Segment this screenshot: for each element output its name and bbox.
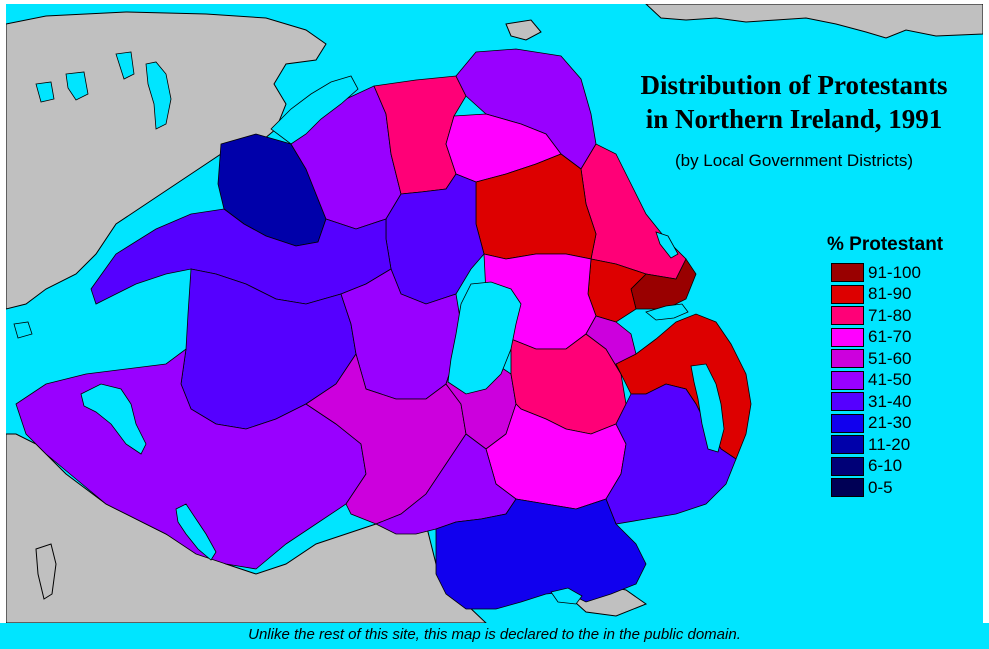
legend-item: 0-5	[821, 477, 981, 499]
legend-swatch	[831, 370, 864, 390]
legend-swatch	[831, 327, 864, 347]
legend-swatch	[831, 349, 864, 369]
map-subtitle: (by Local Government Districts)	[674, 151, 914, 170]
belfast-lough	[645, 303, 689, 321]
district-newry-mourne	[435, 498, 647, 610]
legend-swatch	[831, 263, 864, 283]
district-belfast	[585, 315, 637, 375]
donegal-inlet-2	[115, 51, 135, 80]
lough-foyle	[270, 75, 359, 145]
legend-range-label: 51-60	[868, 348, 912, 368]
strangford-lough	[690, 363, 725, 453]
legend-item: 81-90	[821, 284, 981, 306]
title-line-2: in Northern Ireland, 1991	[645, 104, 943, 134]
legend-range-label: 0-5	[868, 477, 893, 497]
legend-item: 6-10	[821, 456, 981, 478]
legend-range-label: 21-30	[868, 413, 912, 433]
legend-item: 51-60	[821, 348, 981, 370]
donegal-inlet-1	[145, 61, 172, 130]
legend-range-label: 11-20	[868, 434, 911, 454]
lakes	[13, 51, 725, 605]
legend-swatch	[831, 456, 864, 476]
legend-item: 31-40	[821, 391, 981, 413]
larne-lough	[655, 231, 679, 259]
legend-title: % Protestant	[827, 234, 944, 255]
legend-range-label: 6-10	[868, 456, 903, 476]
legend-range-label: 91-100	[868, 262, 921, 282]
legend-range-label: 41-50	[868, 370, 912, 390]
map-panel: Distribution of Protestants in Northern …	[6, 4, 983, 623]
donegal-lake-3	[13, 321, 33, 339]
legend-range-label: 61-70	[868, 327, 912, 347]
title-line-1: Distribution of Protestants	[640, 70, 948, 100]
legend-range-label: 81-90	[868, 284, 912, 304]
legend-item: 41-50	[821, 370, 981, 392]
legend-item: 11-20	[821, 434, 981, 456]
donegal-lake-2	[35, 81, 55, 103]
ni-districts	[15, 48, 752, 610]
legend-swatch	[831, 413, 864, 433]
small-island-2	[35, 543, 57, 600]
lough-neagh	[447, 281, 522, 395]
legend-item: 91-100	[821, 262, 981, 284]
small-island-1	[505, 19, 542, 41]
legend-range-label: 31-40	[868, 391, 912, 411]
donegal-lake-1	[65, 71, 89, 101]
lough-erne-lower	[175, 503, 217, 561]
carlingford-lough	[550, 587, 583, 605]
map-svg	[6, 4, 983, 623]
legend-item: 71-80	[821, 305, 981, 327]
footer-note: Unlike the rest of this site, this map i…	[0, 623, 989, 649]
legend-swatch	[831, 478, 864, 498]
lough-erne-upper	[80, 383, 147, 455]
legend-item: 61-70	[821, 327, 981, 349]
map-title: Distribution of Protestants in Northern …	[606, 68, 982, 136]
legend-swatch	[831, 392, 864, 412]
legend-swatch	[831, 306, 864, 326]
legend-swatch	[831, 435, 864, 455]
scotland-land	[645, 4, 983, 39]
legend-range-label: 71-80	[868, 305, 912, 325]
legend-swatch	[831, 284, 864, 304]
legend-item: 21-30	[821, 413, 981, 435]
